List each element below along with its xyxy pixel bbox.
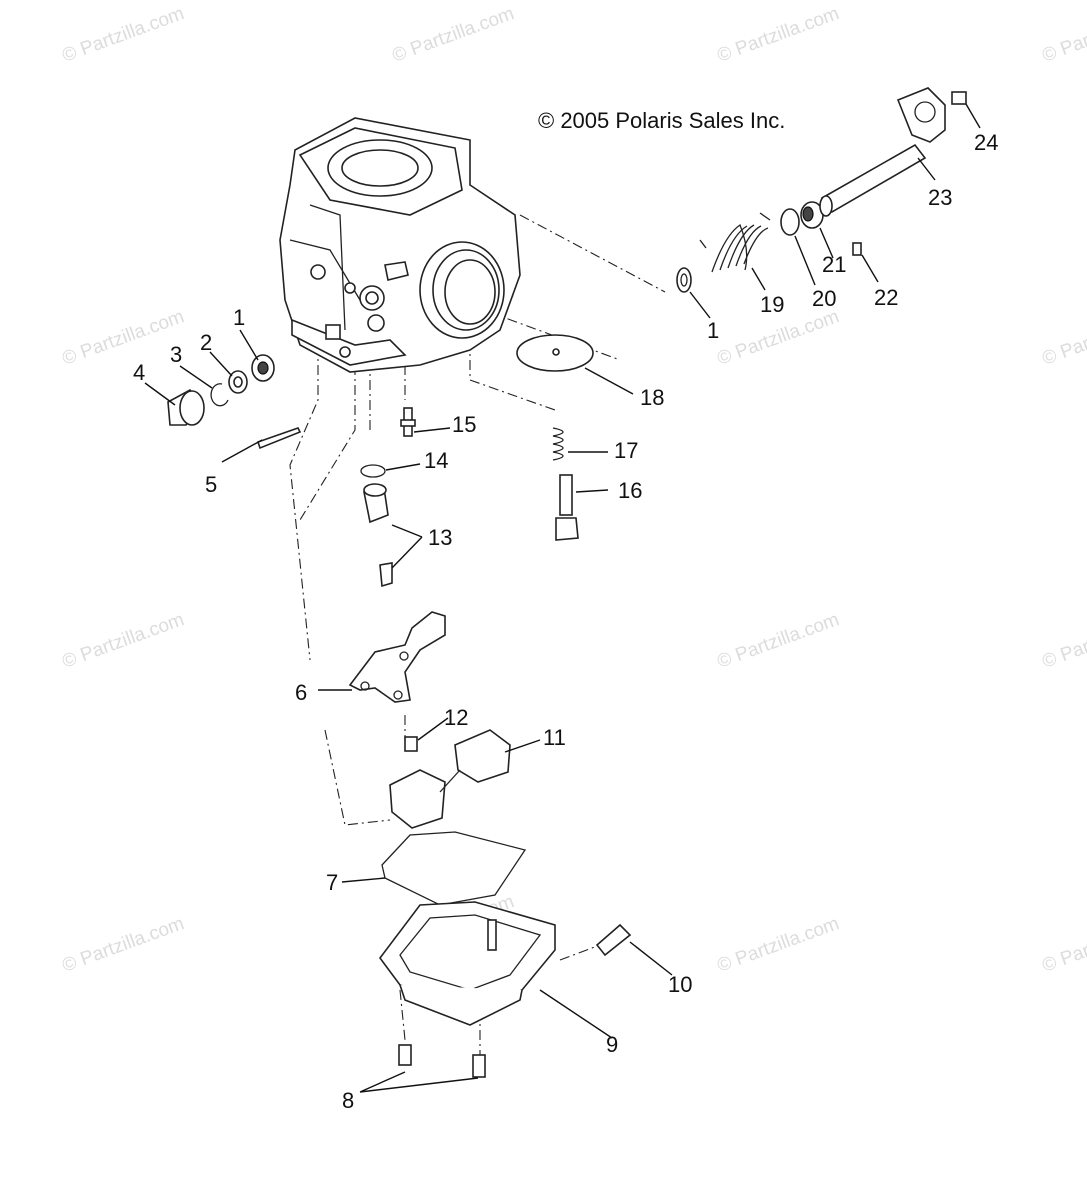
callout-17: 17 [614,438,638,463]
part-24-nut [951,91,967,105]
callout-15: 15 [452,412,476,437]
watermark: © Partzilla.com [715,3,842,67]
part-13-jet-assembly [363,483,393,588]
watermark: © Partzilla.com [1040,3,1087,67]
part-7-gasket [381,831,527,906]
callout-18: 18 [640,385,664,410]
callout-19: 19 [760,292,784,317]
part-12-screw [404,736,418,752]
part-17-spring [552,427,564,461]
part-22-screw [852,242,862,256]
callout-21: 21 [822,252,846,277]
callout-16: 16 [618,478,642,503]
callout-7: 7 [326,870,338,895]
part-19-spring [699,212,771,273]
part-14-o-ring [360,464,386,478]
watermark: © Partzilla.com [60,913,187,977]
callout-20: 20 [812,286,836,311]
callout-5: 5 [205,472,217,497]
callout-23: 23 [928,185,952,210]
part-8-screw [398,1044,412,1066]
copyright-text: © 2005 Polaris Sales Inc. [538,108,785,133]
watermark: © Partzilla.com [1040,306,1087,370]
part-16-pilot-screw [555,474,579,541]
watermark: © Partzilla.com [60,3,187,67]
part-2-washer [228,370,248,394]
callout-8: 8 [342,1088,354,1113]
callout-11: 11 [543,725,566,750]
callout-1: 1 [233,305,245,330]
callout-1-right: 1 [707,318,719,343]
part-9-float-bowl [379,901,556,1026]
part-23-throttle-shaft [819,87,946,217]
part-1-seal-left [251,354,275,382]
part-18-diaphragm [516,334,594,372]
part-10-drain-screw [595,923,632,957]
watermark: © Partzilla.com [715,913,842,977]
part-15-jet [400,407,416,437]
watermark: © Partzilla.com [390,3,517,67]
part-8-screw [472,1054,486,1078]
part-20-washer [780,208,800,236]
watermark: © Partzilla.com [60,306,187,370]
callout-4: 4 [133,360,145,385]
part-5-screw [256,427,302,450]
callout-10: 10 [668,972,692,997]
callout-3: 3 [170,342,182,367]
part-6-bracket [348,611,446,703]
callout-22: 22 [874,285,898,310]
part-4-cap [167,388,205,426]
carburetor-body [279,117,521,373]
part-11-float [389,729,511,829]
callout-labels: 1 2 3 4 5 15 14 13 17 16 18 1 19 20 21 2… [133,130,998,1113]
part-1-seal-right [676,267,692,293]
callout-9: 9 [606,1032,618,1057]
callout-13: 13 [428,525,452,550]
watermark: © Partzilla.com [1040,913,1087,977]
leader-lines [144,103,981,1093]
watermark: © Partzilla.com [715,609,842,673]
callout-14: 14 [424,448,448,473]
callout-2: 2 [200,330,212,355]
watermark: © Partzilla.com [1040,609,1087,673]
watermark: © Partzilla.com [60,609,187,673]
callout-24: 24 [974,130,998,155]
callout-12: 12 [444,705,468,730]
part-3-clip [210,383,229,407]
callout-6: 6 [295,680,307,705]
